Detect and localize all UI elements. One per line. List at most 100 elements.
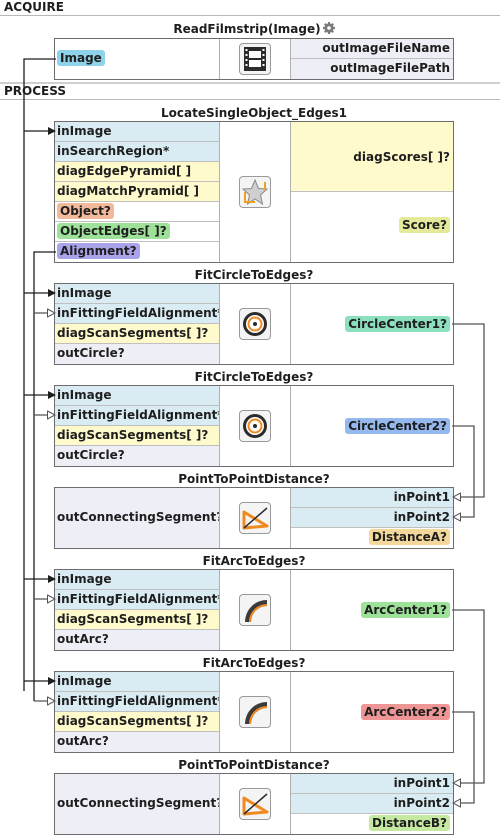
image-output-pill[interactable]: Image [57, 50, 105, 66]
port-arc-center-2[interactable]: ArcCenter2? [291, 703, 453, 723]
port-out-arc[interactable]: outArc? [55, 732, 219, 752]
port-distance-a[interactable]: DistanceA? [291, 528, 453, 548]
arc-center-2-pill[interactable]: ArcCenter2? [361, 704, 450, 720]
arc1-icon-column [219, 570, 291, 650]
triangle-ruler-icon[interactable] [239, 502, 271, 534]
score-pill[interactable]: Score? [398, 217, 450, 233]
circle2-icon-column [219, 386, 291, 466]
port-in-fitting-field-alignment[interactable]: inFittingFieldAlignment* [55, 692, 224, 712]
distance-b-icon-column [219, 774, 291, 834]
alignment-pill[interactable]: Alignment? [57, 243, 140, 259]
triangle-ruler-icon[interactable] [239, 788, 271, 820]
distance-a-pill[interactable]: DistanceA? [368, 529, 450, 545]
arc-center-1-pill[interactable]: ArcCenter1? [361, 602, 450, 618]
arc2-outputs: ArcCenter2? [291, 672, 453, 752]
port-image-output[interactable]: Image [55, 49, 219, 69]
block-point-distance-a[interactable]: outConnectingSegment? inPoint1 inPoint2 … [54, 487, 454, 549]
distance-b-left: outConnectingSegment? [55, 774, 224, 834]
star-template-icon[interactable] [239, 176, 271, 208]
port-diag-scan-segments[interactable]: diagScanSegments[ ]? [55, 610, 219, 630]
filmstrip-icon[interactable] [239, 43, 271, 75]
circle-center-2-pill[interactable]: CircleCenter2? [345, 418, 450, 434]
port-diag-match-pyramid[interactable]: diagMatchPyramid[ ] [55, 182, 219, 202]
arc2-icon-column [219, 672, 291, 752]
object-pill[interactable]: Object? [57, 203, 114, 219]
block-locate-single-object[interactable]: inImage inSearchRegion* diagEdgePyramid[… [54, 121, 454, 263]
circle-fit-icon[interactable] [239, 410, 271, 442]
section-acquire[interactable]: ACQUIRE [0, 0, 500, 16]
port-in-search-region[interactable]: inSearchRegion* [55, 142, 219, 162]
port-in-image[interactable]: inImage [55, 122, 219, 142]
arc-fit-icon[interactable] [239, 594, 271, 626]
block-title-distance-a: PointToPointDistance? [178, 472, 330, 486]
circle2-outputs: CircleCenter2? [291, 386, 453, 466]
port-diag-scores[interactable]: diagScores[ ]? [291, 122, 453, 192]
port-in-point-2[interactable]: inPoint2 [291, 508, 453, 528]
port-in-fitting-field-alignment[interactable]: inFittingFieldAlignment* [55, 590, 224, 610]
port-in-point-1[interactable]: inPoint1 [291, 488, 453, 508]
read-side-outputs: outImageFileName outImageFilePath [291, 39, 453, 79]
port-in-image[interactable]: inImage [55, 672, 219, 692]
arc-fit-icon[interactable] [239, 696, 271, 728]
block-title-distance-b: PointToPointDistance? [178, 758, 330, 772]
port-in-point-2[interactable]: inPoint2 [291, 794, 453, 814]
port-circle-center-2[interactable]: CircleCenter2? [291, 417, 453, 437]
block-title-circle2: FitCircleToEdges? [194, 370, 314, 384]
wire-image [23, 58, 56, 691]
circle-center-1-pill[interactable]: CircleCenter1? [345, 316, 450, 332]
port-diag-scan-segments[interactable]: diagScanSegments[ ]? [55, 712, 219, 732]
distance-a-icon-column [219, 488, 291, 548]
block-fit-arc-1[interactable]: inImage inFittingFieldAlignment* diagSca… [54, 569, 454, 651]
block-fit-arc-2[interactable]: inImage inFittingFieldAlignment* diagSca… [54, 671, 454, 753]
arc1-ports: inImage inFittingFieldAlignment* diagSca… [55, 570, 224, 650]
read-icon-column [219, 39, 291, 79]
port-in-fitting-field-alignment[interactable]: inFittingFieldAlignment* [55, 304, 224, 324]
port-in-image[interactable]: inImage [55, 386, 219, 406]
port-diag-edge-pyramid[interactable]: diagEdgePyramid[ ] [55, 162, 219, 182]
locate-ports: inImage inSearchRegion* diagEdgePyramid[… [55, 122, 219, 262]
block-title-text: ReadFilmstrip(Image) [173, 22, 321, 36]
circle1-icon-column [219, 284, 291, 364]
port-diag-scan-segments[interactable]: diagScanSegments[ ]? [55, 324, 219, 344]
block-title-locate: LocateSingleObject_Edges1 [160, 106, 348, 120]
port-circle-center-1[interactable]: CircleCenter1? [291, 315, 453, 335]
port-object[interactable]: Object? [55, 202, 219, 222]
object-edges-pill[interactable]: ObjectEdges[ ]? [57, 223, 170, 239]
block-fit-circle-1[interactable]: inImage inFittingFieldAlignment* diagSca… [54, 283, 454, 365]
arc1-outputs: ArcCenter1? [291, 570, 453, 650]
block-read-filmstrip[interactable]: Image outImageFileName outImageFilePath [54, 38, 454, 80]
read-output-column: Image [55, 39, 219, 79]
port-in-fitting-field-alignment[interactable]: inFittingFieldAlignment* [55, 406, 224, 426]
circle1-ports: inImage inFittingFieldAlignment* diagSca… [55, 284, 224, 364]
gear-icon[interactable] [322, 22, 335, 34]
wire-circle-center-2 [452, 425, 475, 517]
port-diag-scan-segments[interactable]: diagScanSegments[ ]? [55, 426, 219, 446]
distance-a-ports: inPoint1 inPoint2 DistanceA? [291, 488, 453, 548]
section-process[interactable]: PROCESS [0, 84, 500, 100]
port-out-image-file-path[interactable]: outImageFilePath [291, 59, 453, 79]
block-fit-circle-2[interactable]: inImage inFittingFieldAlignment* diagSca… [54, 385, 454, 467]
circle-fit-icon[interactable] [239, 308, 271, 340]
port-out-connecting-segment[interactable]: outConnectingSegment? [57, 796, 224, 810]
port-out-circle[interactable]: outCircle? [55, 446, 219, 466]
block-point-distance-b[interactable]: outConnectingSegment? inPoint1 inPoint2 … [54, 773, 454, 835]
wire-circle-center-1 [452, 323, 485, 497]
wire-alignment [33, 251, 56, 701]
port-out-connecting-segment[interactable]: outConnectingSegment? [57, 510, 224, 524]
port-in-point-1[interactable]: inPoint1 [291, 774, 453, 794]
circle2-ports: inImage inFittingFieldAlignment* diagSca… [55, 386, 224, 466]
port-arc-center-1[interactable]: ArcCenter1? [291, 601, 453, 621]
wire-image-to-arc2 [24, 681, 55, 691]
port-object-edges[interactable]: ObjectEdges[ ]? [55, 222, 219, 242]
port-out-circle[interactable]: outCircle? [55, 344, 219, 364]
port-in-image[interactable]: inImage [55, 284, 219, 304]
port-alignment[interactable]: Alignment? [55, 242, 219, 262]
block-title-circle1: FitCircleToEdges? [194, 268, 314, 282]
section-divider [0, 82, 500, 84]
port-score[interactable]: Score? [291, 192, 453, 262]
port-out-arc[interactable]: outArc? [55, 630, 219, 650]
port-in-image[interactable]: inImage [55, 570, 219, 590]
port-distance-b[interactable]: DistanceB? [291, 814, 453, 834]
port-out-image-file-name[interactable]: outImageFileName [291, 39, 453, 59]
distance-b-pill[interactable]: DistanceB? [369, 815, 450, 831]
